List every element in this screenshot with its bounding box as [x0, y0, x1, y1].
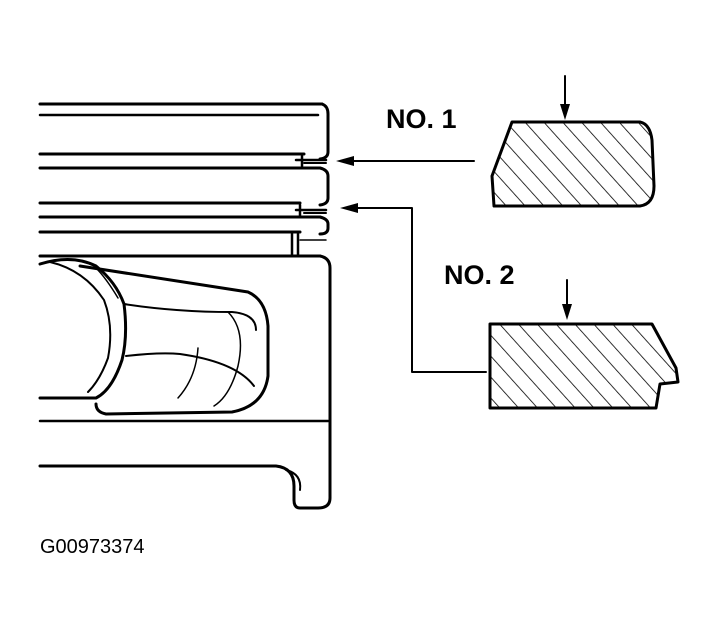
ring-groove-1 — [294, 154, 328, 168]
ring1-label: NO. 1 — [386, 104, 457, 134]
piston-top-land — [38, 102, 330, 161]
ring2-cross-section — [488, 279, 680, 410]
ring1-cross-section — [490, 75, 656, 208]
piston-third-land — [38, 215, 330, 236]
piston-second-land — [38, 166, 330, 207]
ring2-leader-arrow — [340, 203, 487, 373]
ring2-label: NO. 2 — [444, 260, 515, 290]
figure-code: G00973374 — [40, 536, 145, 558]
piston-pin-boss — [38, 258, 270, 416]
ring-groove-2 — [294, 203, 328, 219]
piston — [38, 102, 332, 510]
ring1-leader-arrow — [336, 156, 475, 166]
oil-ring-groove — [290, 232, 327, 258]
piston-skirt — [38, 254, 332, 510]
